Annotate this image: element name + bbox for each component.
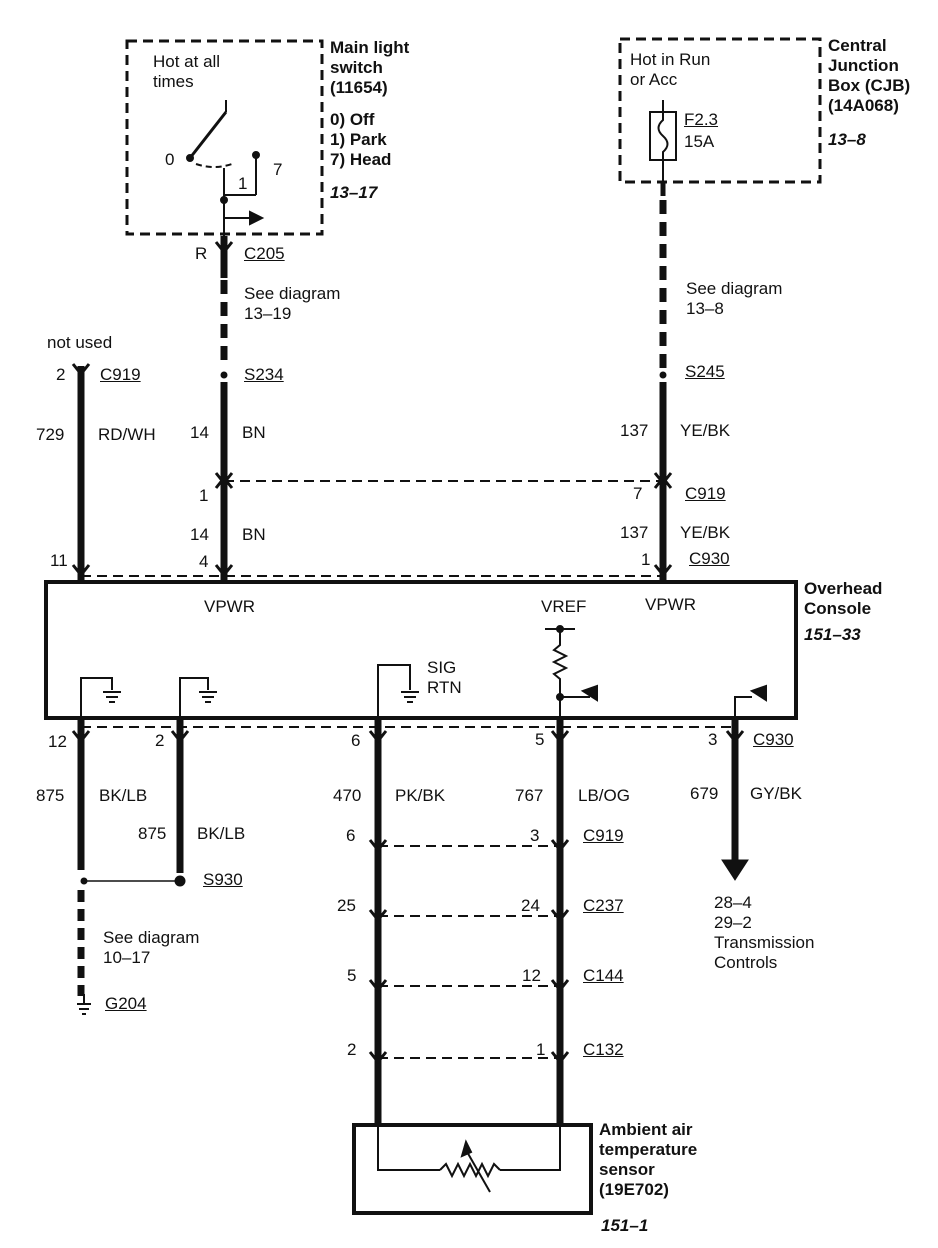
switch-hot-label: Hot at all times [153,52,221,91]
c132-label: C132 [583,1040,624,1059]
switch-positions: 0) Off 1) Park 7) Head [330,110,392,169]
pin-3: 3 [708,730,718,749]
wire-14-color-a: BN [242,423,266,442]
c930-pin-11: 11 [50,551,68,570]
wire-767-color: LB/OG [578,786,630,805]
pin-12: 12 [48,732,67,751]
console-page-ref: 151–33 [804,625,861,644]
console-sig-rtn: SIG RTN [427,658,462,697]
fuse-symbol [649,100,677,182]
c132-pin-left: 2 [347,1040,357,1059]
wire-729-number: 729 [36,425,65,444]
c919-left-label: C919 [100,365,141,384]
c205-pin: R [195,244,208,263]
c237-pin-right: 24 [521,896,540,915]
pin-6: 6 [351,731,361,750]
c919-bottom-pin-left: 6 [346,826,356,845]
switch-symbol [186,100,265,236]
wire-yebk [653,182,673,580]
wire-470-number: 470 [333,786,362,805]
cjb-page-ref: 13–8 [828,130,866,149]
c237-label: C237 [583,896,624,915]
c919-mid-pin-left: 1 [199,486,209,505]
wire-767-number: 767 [515,786,544,805]
s245-label: S245 [685,362,725,381]
not-used-label: not used [47,333,113,352]
transmission-ref: 28–4 29–2 Transmission Controls [714,893,815,972]
c930-pin-4: 4 [199,552,209,571]
wire-875-color-b: BK/LB [197,824,246,843]
s930-label: S930 [203,870,243,889]
cjb-hot-label: Hot in Run or Acc [630,50,711,89]
sensor-title: Ambient air temperature sensor (19E702) [599,1120,698,1199]
fuse-id: F2.3 [684,110,719,129]
wire-875-number-a: 875 [36,786,65,805]
wire-875-number-b: 875 [138,824,167,843]
wire-729-color: RD/WH [98,425,156,444]
wire-137-color-a: YE/BK [680,421,731,440]
c144-pin-right: 12 [522,966,541,985]
wire-14-number-a: 14 [190,423,209,442]
sensor-page-ref: 151–1 [601,1216,649,1235]
wire-137-color-b: YE/BK [680,523,731,542]
sensor-box [352,1123,593,1215]
s234-label: S234 [244,365,284,384]
switch-pos-7: 7 [273,160,283,179]
switch-page-ref: 13–17 [330,183,378,202]
console-vpwr-right: VPWR [645,595,696,614]
c930-bottom-label: C930 [753,730,794,749]
console-vref: VREF [541,597,587,616]
cjb-box [618,37,822,184]
pin-5: 5 [535,730,545,749]
c144-label: C144 [583,966,624,985]
console-internals [80,625,767,718]
wire-14-number-b: 14 [190,525,209,544]
console-title: Overhead Console [804,579,883,618]
c237-pin-left: 25 [337,896,356,915]
pin-2: 2 [155,731,165,750]
see-diagram-right: See diagram 13–8 [686,279,783,318]
thermistor-symbol [377,1125,561,1193]
c930-pin-1: 1 [641,550,651,569]
g204-label: G204 [105,994,147,1013]
bottom-wires [71,720,749,1125]
wire-875-color-a: BK/LB [99,786,148,805]
see-diagram-bottom: See diagram 10–17 [103,928,200,967]
switch-pos-0: 0 [165,150,175,169]
wire-14-color-b: BN [242,525,266,544]
c132-pin-right: 1 [536,1040,546,1059]
wire-679-number: 679 [690,784,719,803]
overhead-console-box [44,580,798,720]
switch-title: Main light switch (11654) [330,38,410,97]
fuse-rating: 15A [684,132,715,151]
wire-679-color: GY/BK [750,784,802,803]
c919-bottom-pin-right: 3 [530,826,540,845]
c919-left-pin: 2 [56,365,66,384]
wire-470-color: PK/BK [395,786,446,805]
c930-top-label: C930 [689,549,730,568]
wire-137-number-a: 137 [620,421,649,440]
c919-mid-label: C919 [685,484,726,503]
see-diagram-left: See diagram 13–19 [244,284,341,323]
wire-137-number-b: 137 [620,523,649,542]
wire-rdwh [71,363,91,580]
c919-mid-pin-right: 7 [633,484,643,503]
wire-bn [214,236,234,580]
c144-pin-left: 5 [347,966,357,985]
c205-label: C205 [244,244,285,263]
console-vpwr-left: VPWR [204,597,255,616]
switch-pos-1: 1 [238,174,248,193]
c919-bottom-label: C919 [583,826,624,845]
cjb-title: Central Junction Box (CJB) (14A068) [828,36,911,115]
